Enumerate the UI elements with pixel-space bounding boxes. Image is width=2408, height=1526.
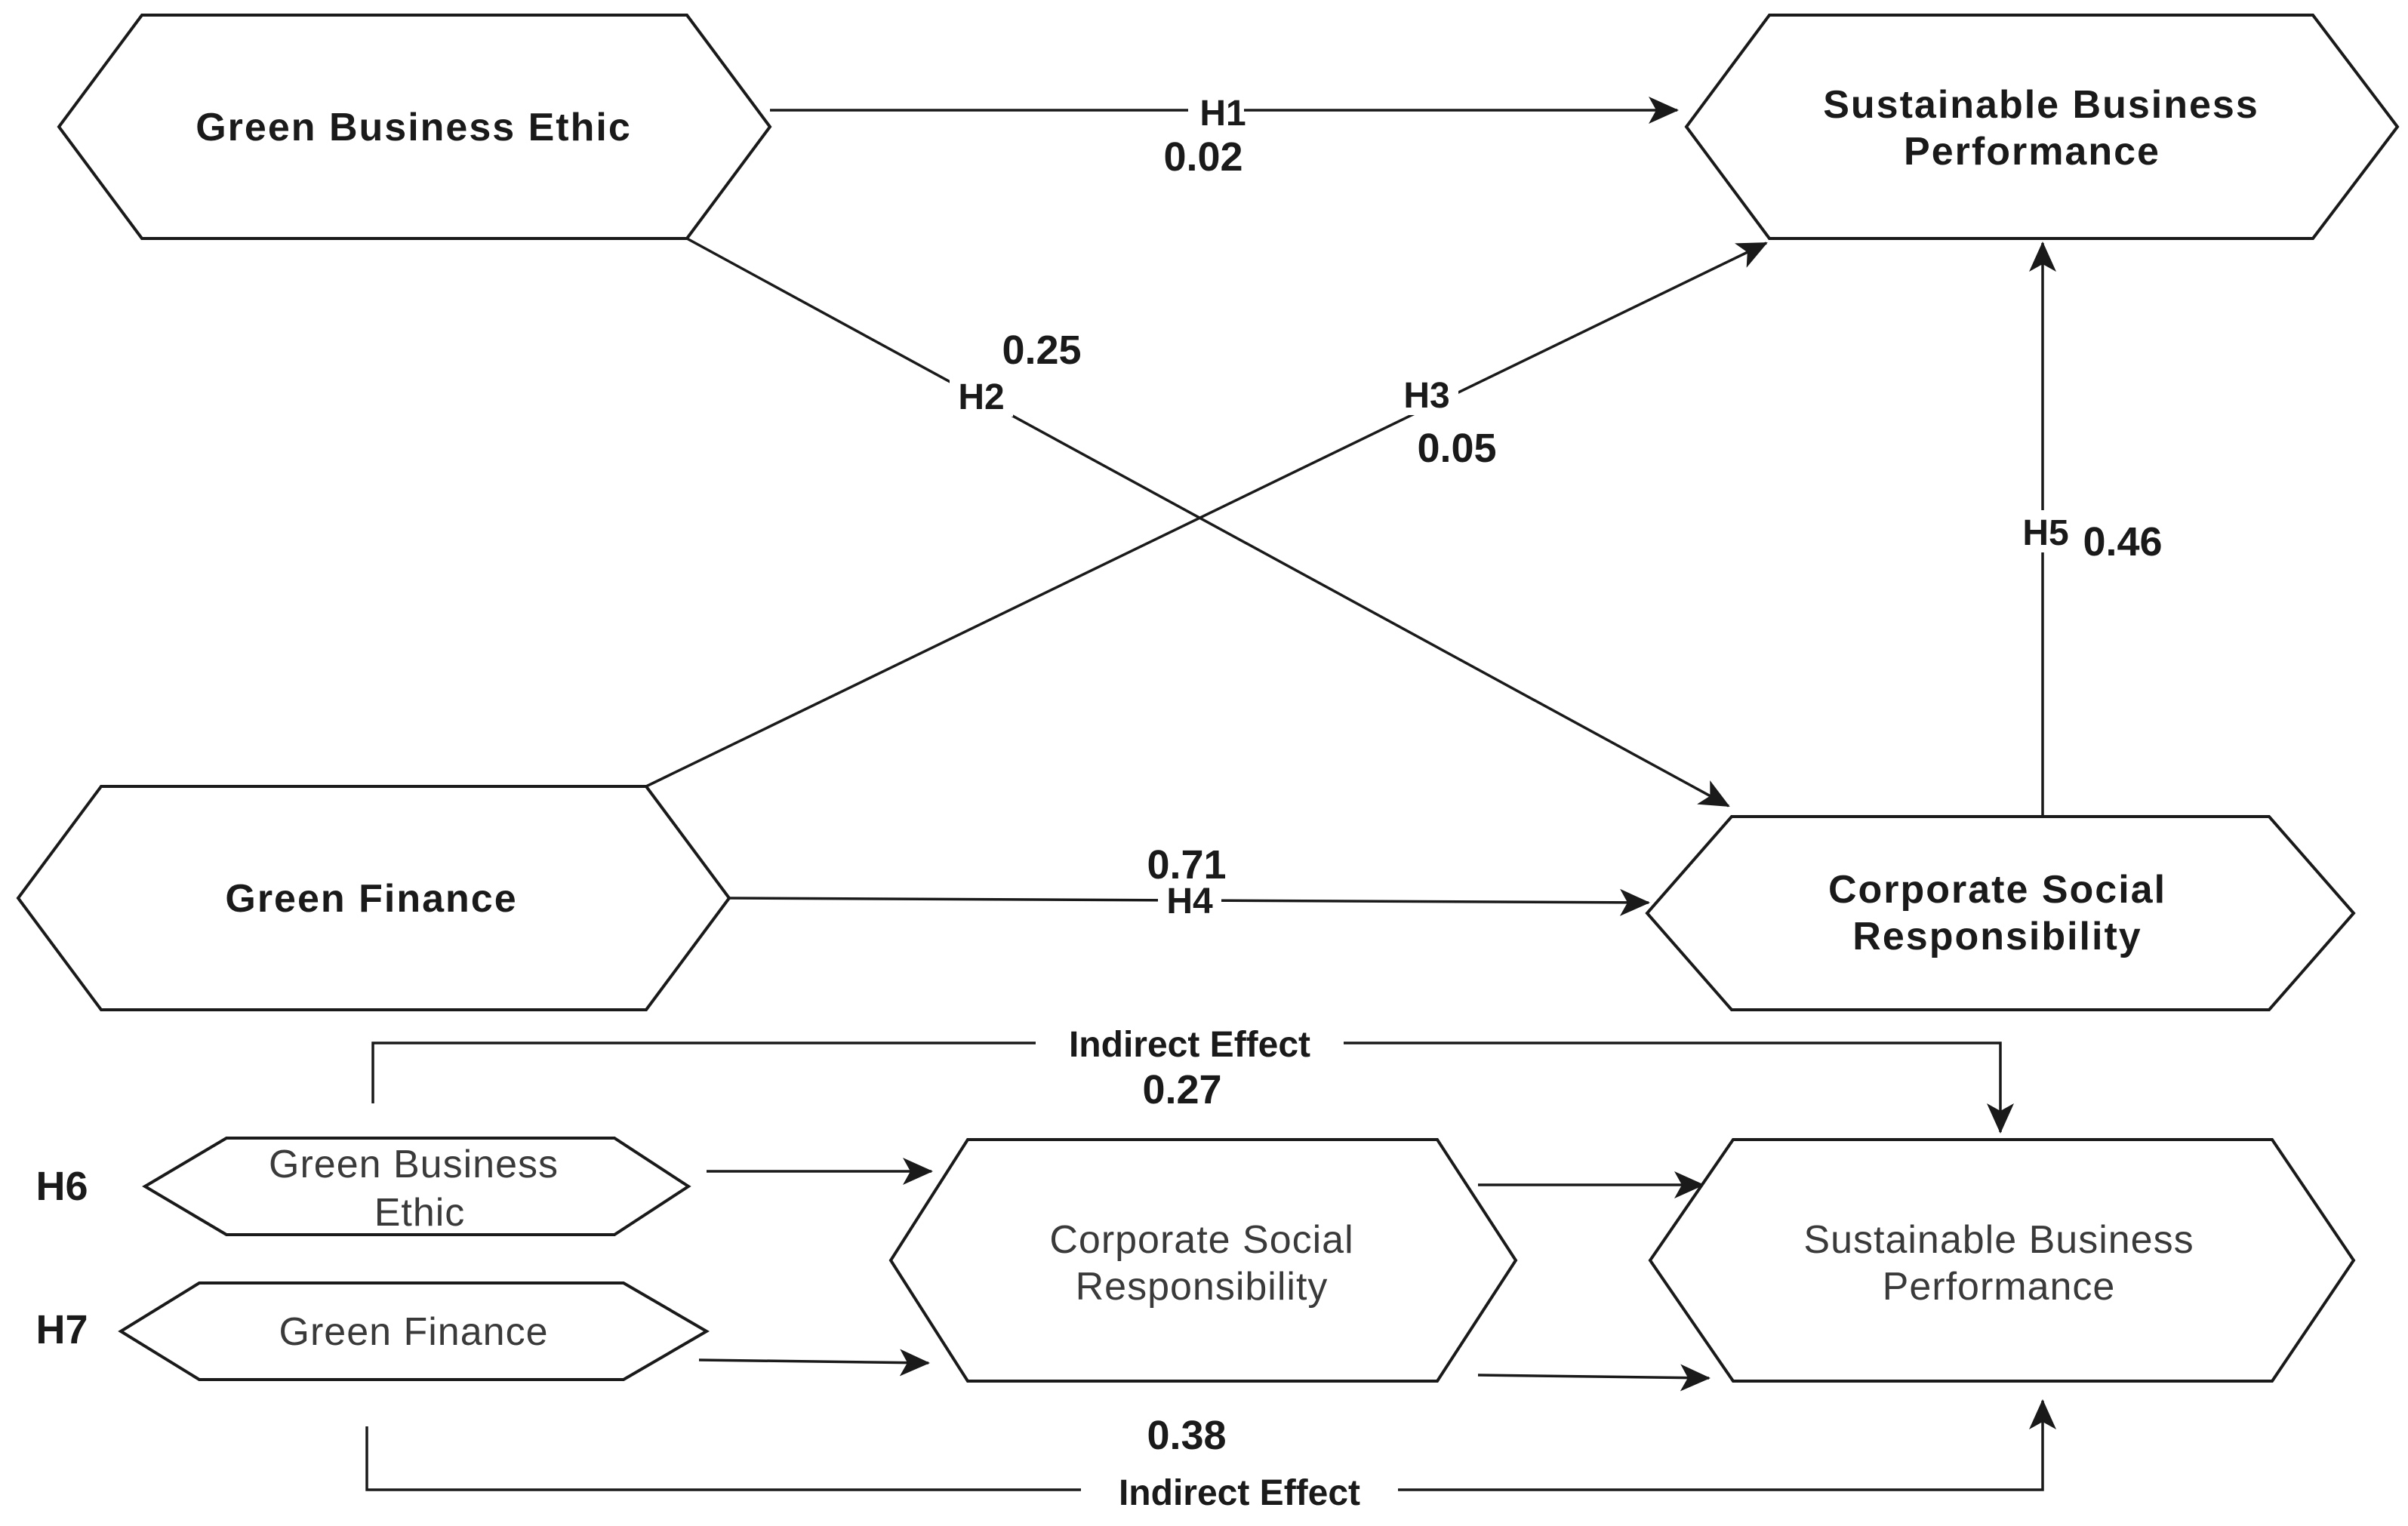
indirect-lower-label: Indirect Effect	[1119, 1473, 1360, 1513]
node-corporate-social-responsibility-bottom	[888, 1138, 1518, 1383]
indirect-lower-value: 0.38	[1147, 1413, 1226, 1458]
h4-label: H4	[1166, 881, 1213, 921]
node-green-finance-bottom	[118, 1281, 710, 1381]
edge-gf-bottom-to-csr	[698, 1349, 930, 1377]
edge-h3	[645, 242, 1768, 788]
h4-value: 0.71	[1147, 842, 1226, 888]
node-csr-top-line2: Responsibility	[1852, 915, 2142, 958]
indirect-upper-value: 0.27	[1142, 1067, 1221, 1112]
node-csr-top-line1: Corporate Social	[1828, 868, 2166, 912]
node-green-finance-top-label: Green Finance	[225, 877, 517, 921]
h6-label: H6	[35, 1164, 88, 1209]
indirect-upper-label: Indirect Effect	[1069, 1025, 1310, 1065]
h2-value: 0.25	[1002, 328, 1081, 373]
node-sbp-bottom-line1: Sustainable Business	[1803, 1218, 2194, 1262]
node-gf-bottom-label: Green Finance	[279, 1310, 549, 1354]
node-csr-bottom-line1: Corporate Social	[1049, 1218, 1353, 1262]
node-green-business-ethic-bottom	[142, 1137, 691, 1236]
node-green-business-ethic-top-label: Green Business Ethic	[196, 106, 632, 149]
node-green-finance-top	[16, 785, 731, 1011]
h3-label: H3	[1403, 376, 1449, 416]
h1-label: H1	[1199, 94, 1246, 134]
node-sbp-top-line1: Sustainable Business	[1823, 83, 2259, 127]
node-green-business-ethic-top	[57, 14, 772, 240]
h5-value: 0.46	[2083, 519, 2162, 565]
node-sustainable-business-performance-top	[1684, 14, 2400, 240]
h7-label: H7	[35, 1307, 88, 1352]
node-corporate-social-responsibility-top	[1645, 815, 2356, 1011]
h3-value: 0.05	[1417, 426, 1496, 471]
node-sbp-bottom-line2: Performance	[1883, 1265, 2116, 1309]
edge-h2	[686, 237, 1730, 808]
node-gbe-bottom-line2: Ethic	[374, 1191, 466, 1235]
h5-label: H5	[2022, 513, 2068, 553]
h1-value: 0.02	[1163, 134, 1242, 180]
node-sustainable-business-performance-bottom	[1648, 1138, 2356, 1383]
edge-csr-to-sbp-lower	[1477, 1364, 1711, 1392]
node-csr-bottom-line2: Responsibility	[1076, 1265, 1329, 1309]
node-gbe-bottom-line1: Green Business	[269, 1143, 559, 1186]
h2-label: H2	[958, 377, 1004, 417]
node-sbp-top-line2: Performance	[1904, 130, 2160, 174]
